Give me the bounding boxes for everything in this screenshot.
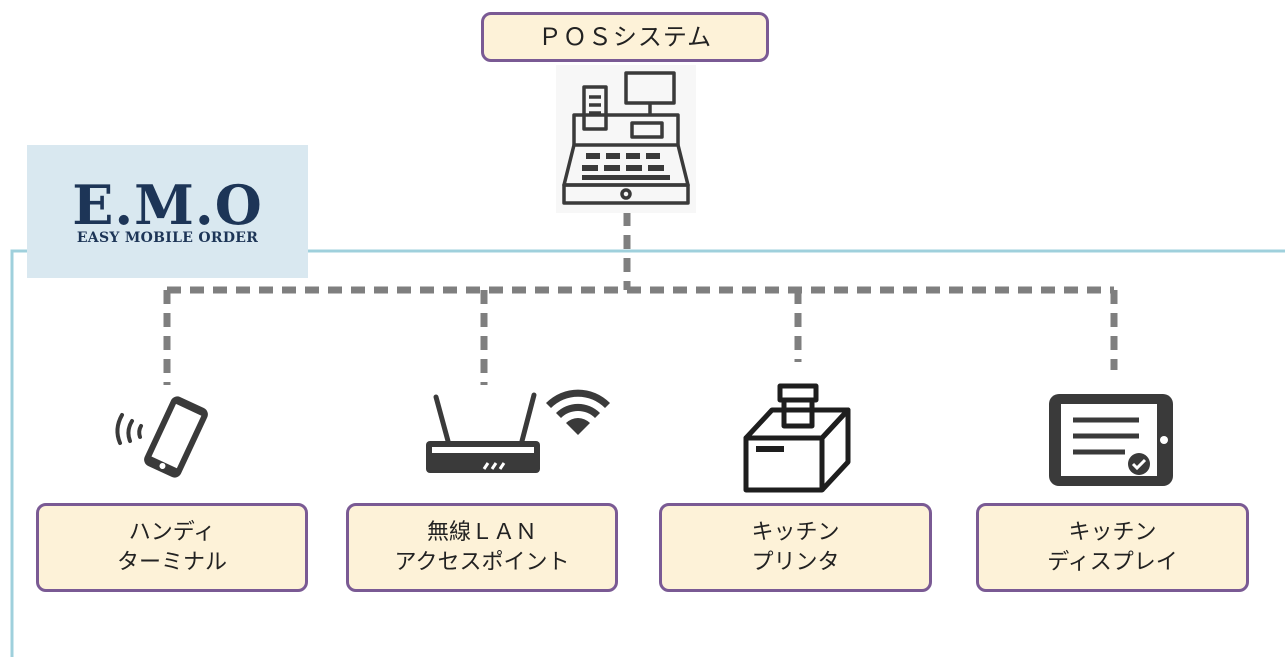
logo-main: E.M.O: [72, 172, 263, 237]
device-label-display: キッチン ディスプレイ: [976, 503, 1249, 592]
device-label-line2: ディスプレイ: [1047, 549, 1178, 575]
device-label-line1: 無線ＬＡＮ: [426, 519, 537, 545]
kitchen-display-icon: [1049, 394, 1173, 486]
logo-subtitle: EASY MOBILE ORDER: [76, 229, 259, 246]
kitchen-printer-icon: [743, 383, 851, 493]
device-label-printer: キッチン プリンタ: [659, 503, 932, 592]
system-frame: [10, 249, 1285, 657]
wifi-router-icon: [426, 389, 610, 473]
emo-logo: E.M.O EASY MOBILE ORDER: [27, 145, 308, 278]
device-label-line1: キッチン: [1068, 519, 1157, 545]
cash-register-icon: [556, 65, 696, 213]
device-label-router: 無線ＬＡＮ アクセスポイント: [346, 503, 618, 592]
handheld-terminal-icon: [115, 396, 208, 478]
device-label-line1: キッチン: [751, 519, 840, 545]
pos-system-label: ＰＯＳシステム: [481, 12, 769, 62]
device-label-line1: ハンディ: [128, 519, 216, 545]
pos-system-text: ＰＯＳシステム: [537, 23, 713, 51]
device-label-line2: プリンタ: [751, 549, 840, 575]
device-label-line2: アクセスポイント: [394, 549, 570, 575]
device-label-line2: ターミナル: [116, 549, 227, 575]
device-label-handy: ハンディ ターミナル: [36, 503, 308, 592]
